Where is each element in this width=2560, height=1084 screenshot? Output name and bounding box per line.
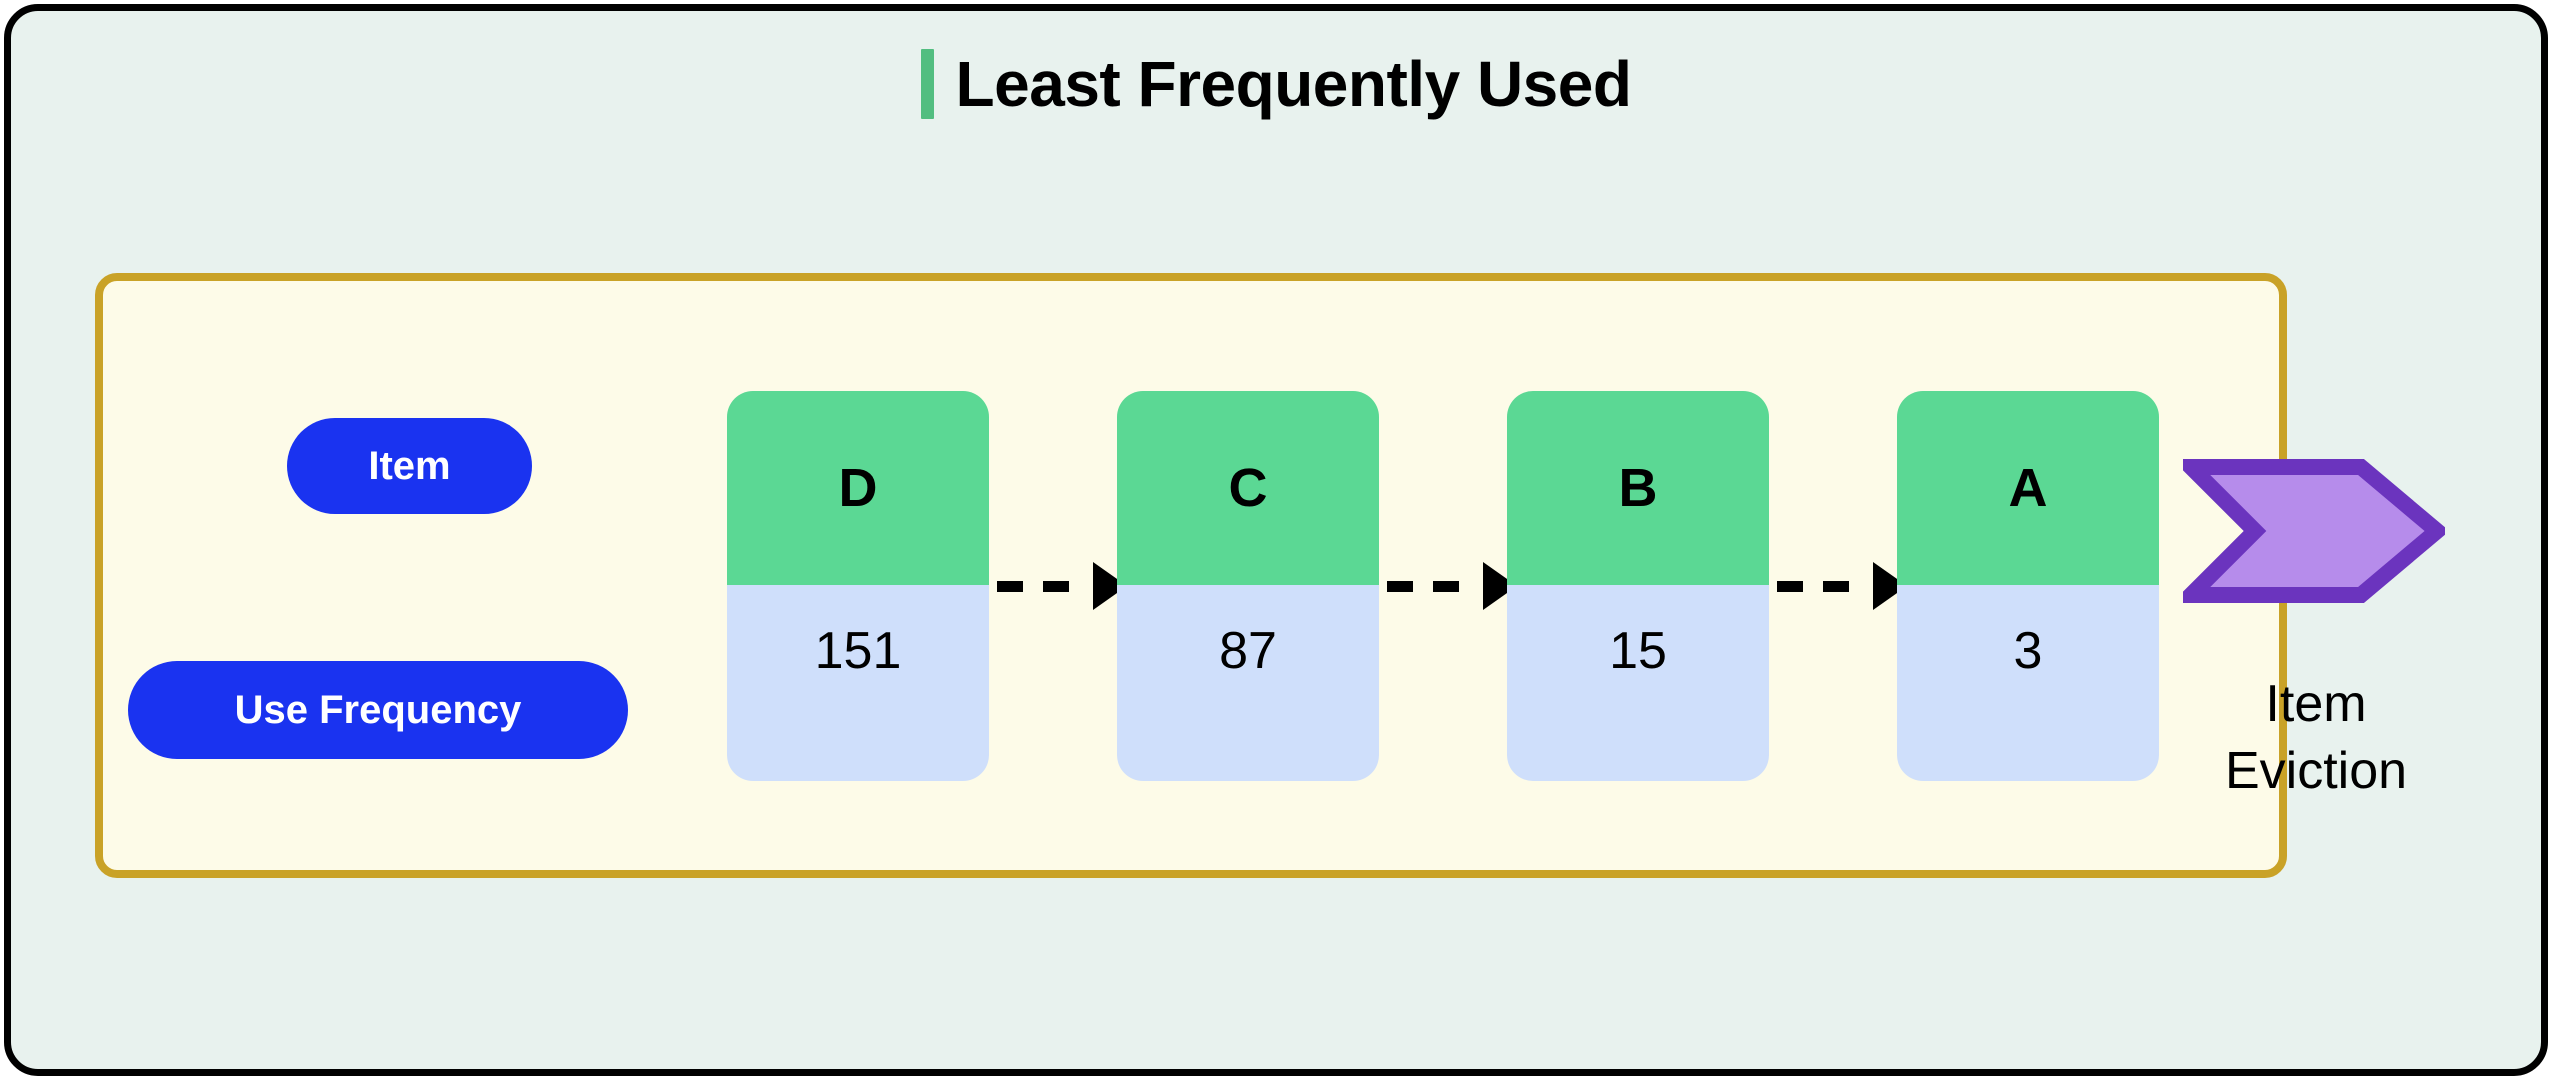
dashed-line <box>997 580 1089 592</box>
cache-node-key: A <box>1897 391 2159 585</box>
dashed-line <box>1777 580 1869 592</box>
legend-pill-item-label: Item <box>368 444 451 488</box>
legend-pill-item: Item <box>287 418 532 514</box>
title-text: Least Frequently Used <box>955 48 1632 120</box>
legend-pill-use-frequency-label: Use Frequency <box>234 688 522 732</box>
cache-node-card: C 87 <box>1117 391 1379 781</box>
connector-arrow <box>997 558 1127 614</box>
diagram-canvas: Least Frequently Used Item Use Frequency… <box>4 4 2548 1076</box>
cache-node-card: B 15 <box>1507 391 1769 781</box>
eviction-label-line2: Eviction <box>2224 741 2408 800</box>
cache-node-frequency: 15 <box>1507 585 1769 781</box>
cache-node-frequency: 3 <box>1897 585 2159 781</box>
eviction-label-line1: Item <box>2265 675 2367 733</box>
cache-node-card: A 3 <box>1897 391 2159 781</box>
cache-node-key: C <box>1117 391 1379 585</box>
cache-node-frequency: 151 <box>727 585 989 781</box>
eviction-chevron-icon <box>2171 459 2450 603</box>
connector-arrow <box>1387 558 1517 614</box>
title-accent-bar <box>920 49 934 119</box>
cache-node-frequency: 87 <box>1117 585 1379 781</box>
connector-arrow <box>1777 558 1907 614</box>
cache-panel: Item Use Frequency D 151 C 87 <box>95 273 2287 878</box>
cache-node-key: D <box>727 391 989 585</box>
dashed-line <box>1387 580 1479 592</box>
cache-node-key: B <box>1507 391 1769 585</box>
cache-node-card: D 151 <box>727 391 989 781</box>
cache-node-list: D 151 C 87 B 15 <box>103 281 2279 870</box>
legend-pill-use-frequency: Use Frequency <box>128 661 628 759</box>
page-title: Least Frequently Used <box>11 49 2541 119</box>
eviction-label: Item Eviction <box>2161 671 2471 804</box>
